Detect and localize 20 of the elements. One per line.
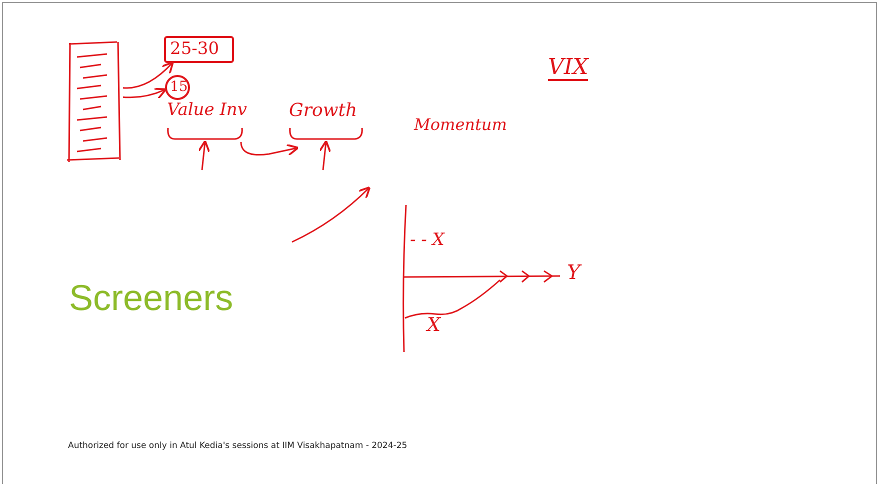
handwritten-text: X — [427, 316, 441, 335]
arrow — [122, 88, 167, 100]
document-drawing — [67, 40, 123, 164]
bracketed-text — [287, 100, 365, 142]
arrow — [198, 140, 210, 170]
handwritten-text: 25-30 — [170, 41, 220, 58]
slide-title: Screeners — [69, 280, 234, 316]
arrow — [122, 61, 174, 89]
handwritten-text: VIX — [548, 57, 588, 81]
handwritten-text: - - X — [410, 232, 444, 249]
handwritten-text: Momentum — [414, 117, 507, 133]
handwritten-text: 15 — [170, 80, 188, 94]
text-box — [164, 36, 234, 63]
handwritten-text: Growth — [289, 102, 358, 120]
arrow — [318, 140, 332, 170]
handwritten-text: Y — [567, 262, 580, 282]
bracketed-text — [165, 100, 245, 142]
footer-note: Authorized for use only in Atul Kedia's sessions at IIM Visakhapatnam - 2024-25 — [68, 441, 408, 451]
circled-number — [165, 75, 190, 100]
handwritten-text: Value Inv — [167, 102, 247, 119]
